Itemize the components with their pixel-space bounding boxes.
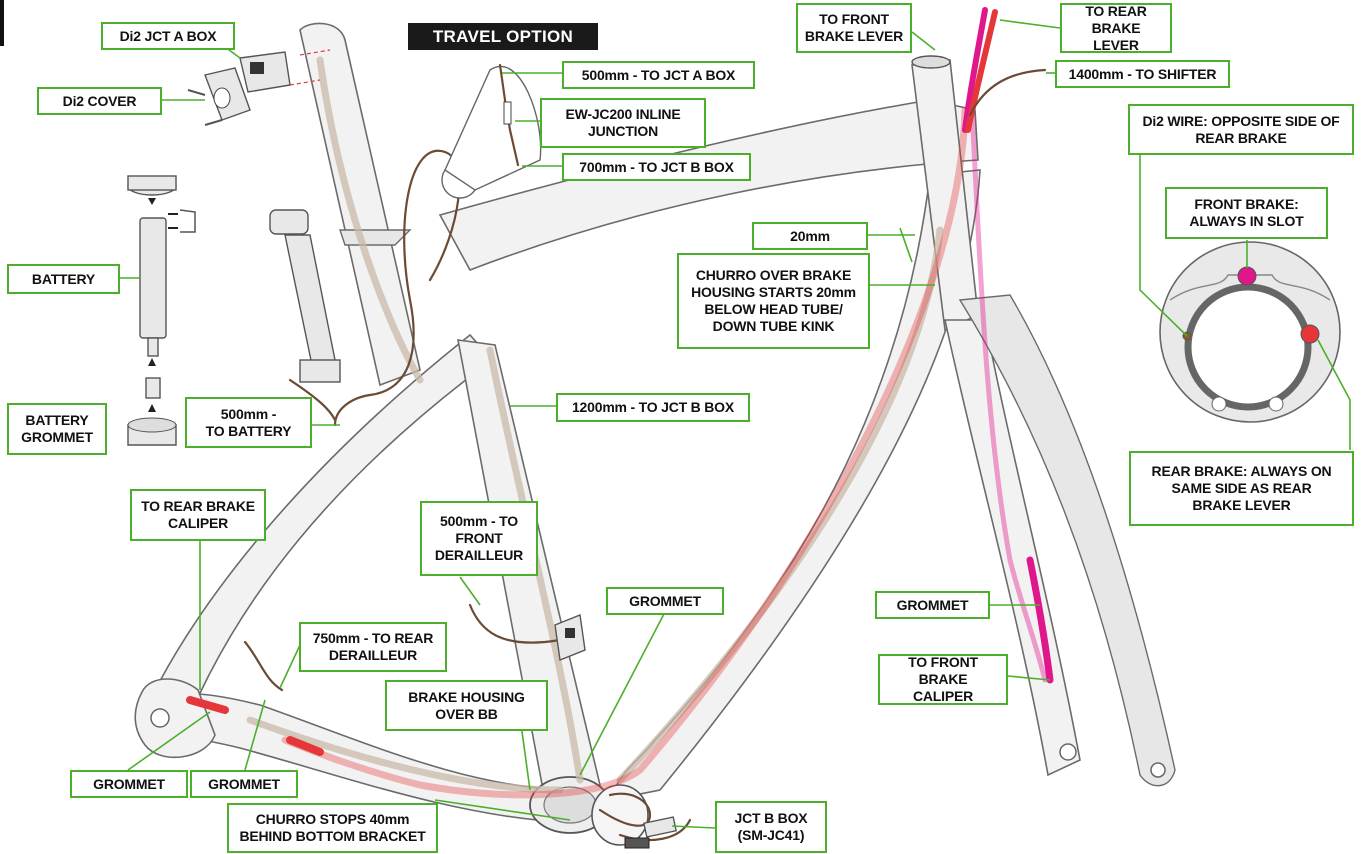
label-brake-housing-over-bb: BRAKE HOUSING OVER BB: [385, 680, 548, 731]
front-derailleur-mount: [554, 614, 586, 661]
label-to-rear-brake-caliper: TO REAR BRAKE CALIPER: [130, 489, 266, 541]
brake-port-detail: [1159, 241, 1341, 423]
rear-dropout: [134, 678, 216, 759]
rear-brake-port-dot: [1300, 324, 1320, 344]
front-caliper-housing: [1026, 556, 1054, 684]
label-jct-b-box: JCT B BOX (SM-JC41): [715, 801, 827, 853]
label-churro-over-brake-housing: CHURRO OVER BRAKE HOUSING STARTS 20mm BE…: [677, 253, 870, 349]
fork-right-leg: [958, 294, 1176, 787]
label-to-shifter: 1400mm - TO SHIFTER: [1055, 60, 1230, 88]
battery-parts: [127, 175, 196, 446]
label-inline-junction: EW-JC200 INLINE JUNCTION: [540, 98, 706, 148]
travel-option-title: TRAVEL OPTION: [408, 23, 598, 50]
label-to-jct-b-box-700: 700mm - TO JCT B BOX: [562, 153, 751, 181]
label-di2-jct-a-box: Di2 JCT A BOX: [101, 22, 235, 50]
front-brake-cable: [962, 7, 988, 133]
front-axle-hole-left: [1059, 743, 1077, 761]
head-tube-top: [911, 55, 951, 69]
label-grommet-chainstay: GROMMET: [190, 770, 298, 798]
label-front-brake-slot: FRONT BRAKE: ALWAYS IN SLOT: [1165, 187, 1328, 239]
label-grommet-fork: GROMMET: [875, 591, 990, 619]
rear-caliper-housing: [186, 696, 229, 714]
jct-b-box-part: [624, 816, 677, 849]
rear-axle-hole: [150, 708, 170, 728]
label-to-jct-b-box-1200: 1200mm - TO JCT B BOX: [556, 393, 750, 422]
label-di2-wire-side: Di2 WIRE: OPPOSITE SIDE OF REAR BRAKE: [1128, 104, 1354, 155]
label-rear-brake-side: REAR BRAKE: ALWAYS ON SAME SIDE AS REAR …: [1129, 451, 1354, 526]
travel-option-inset: [441, 63, 542, 199]
label-grommet-bb: GROMMET: [606, 587, 724, 615]
front-axle-hole-right: [1150, 762, 1166, 778]
label-to-rear-brake-lever: TO REAR BRAKE LEVER: [1060, 3, 1172, 53]
battery-body: [139, 217, 167, 339]
rear-brake-housing-exit: [286, 736, 324, 756]
label-to-front-derailleur: 500mm - TO FRONT DERAILLEUR: [420, 501, 538, 576]
label-to-front-brake-lever: TO FRONT BRAKE LEVER: [796, 3, 912, 53]
label-to-battery: 500mm - TO BATTERY: [185, 397, 312, 448]
di2-wiring: [243, 149, 692, 842]
cockpit-cables: [962, 7, 1047, 133]
rear-brake-cable: [965, 9, 998, 133]
front-brake-slot-dot: [1237, 266, 1257, 286]
bottom-bracket-ring: [591, 784, 649, 846]
label-battery-grommet: BATTERY GROMMET: [7, 403, 107, 455]
label-battery: BATTERY: [7, 264, 120, 294]
churro-sleeves: [246, 56, 944, 794]
label-20mm: 20mm: [752, 222, 868, 250]
label-churro-stops: CHURRO STOPS 40mm BEHIND BOTTOM BRACKET: [227, 803, 438, 853]
shifter-wire: [968, 68, 1047, 117]
label-to-jct-a-box: 500mm - TO JCT A BOX: [562, 61, 755, 89]
label-di2-cover: Di2 COVER: [37, 87, 162, 115]
label-grommet-dropout: GROMMET: [70, 770, 188, 798]
seat-clamp: [339, 229, 412, 246]
label-to-rear-derailleur: 750mm - TO REAR DERAILLEUR: [299, 622, 447, 672]
brake-housings-internal: [186, 106, 1054, 799]
leader-lines: [120, 19, 1351, 829]
seatpost-insert: [269, 209, 341, 383]
di2-cover-parts: [187, 49, 331, 126]
label-to-front-brake-caliper: TO FRONT BRAKE CALIPER: [878, 654, 1008, 705]
battery-cap-body: [127, 175, 177, 191]
page-edge-bar: [0, 0, 4, 46]
